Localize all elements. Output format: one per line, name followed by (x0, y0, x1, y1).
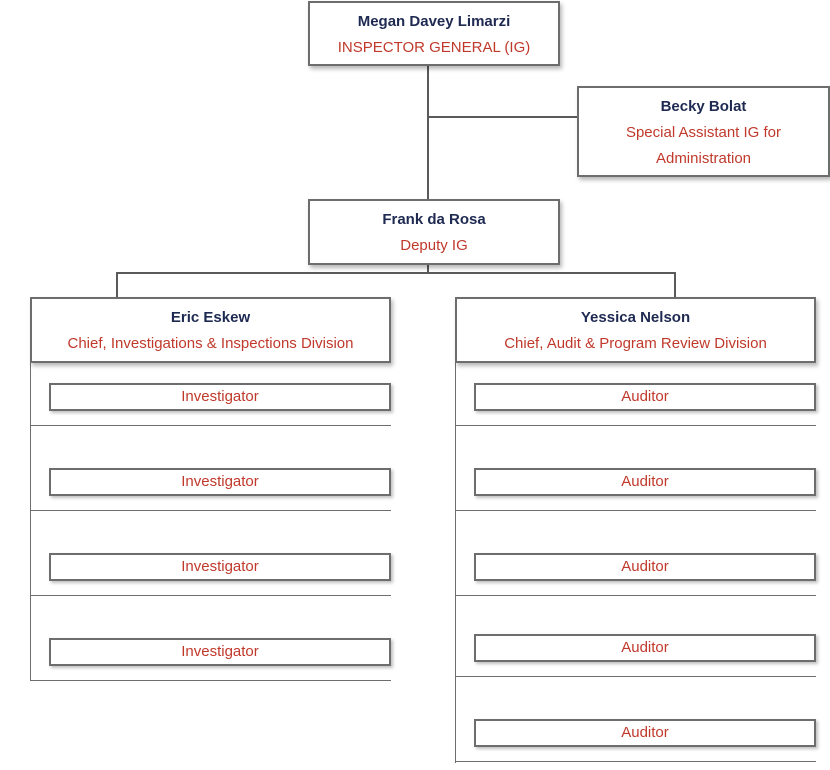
investigator-box[interactable]: Investigator (49, 553, 391, 581)
investigations-chief-name: Eric Eskew (170, 309, 251, 326)
investigator-box[interactable]: Investigator (49, 468, 391, 496)
ig-name: Megan Davey Limarzi (357, 13, 511, 30)
row-separator (30, 510, 391, 511)
investigations-box[interactable]: Eric Eskew Chief, Investigations & Inspe… (30, 297, 391, 363)
auditor-box[interactable]: Auditor (474, 634, 816, 662)
audit-chief-title: Chief, Audit & Program Review Division (504, 335, 767, 352)
connector-left-division (116, 272, 118, 298)
connector-ig-deputy (427, 65, 429, 200)
deputy-box[interactable]: Frank da Rosa Deputy IG (308, 199, 560, 265)
connector-division-bar (116, 272, 676, 274)
auditor-box[interactable]: Auditor (474, 468, 816, 496)
investigations-rail (30, 298, 31, 680)
row-separator (30, 425, 391, 426)
row-separator (455, 761, 816, 762)
connector-right-division (674, 272, 676, 298)
auditor-box[interactable]: Auditor (474, 383, 816, 411)
row-separator (455, 595, 816, 596)
investigator-box[interactable]: Investigator (49, 383, 391, 411)
ig-title: INSPECTOR GENERAL (IG) (337, 39, 531, 56)
auditor-box[interactable]: Auditor (474, 719, 816, 747)
assistant-title-line2: Administration (655, 150, 752, 167)
auditor-box[interactable]: Auditor (474, 553, 816, 581)
audit-box[interactable]: Yessica Nelson Chief, Audit & Program Re… (455, 297, 816, 363)
audit-chief-name: Yessica Nelson (580, 309, 691, 326)
assistant-title-line1: Special Assistant IG for (625, 124, 782, 141)
deputy-title: Deputy IG (400, 237, 468, 254)
row-separator (30, 680, 391, 681)
ig-box[interactable]: Megan Davey Limarzi INSPECTOR GENERAL (I… (308, 1, 560, 66)
assistant-name: Becky Bolat (660, 98, 747, 115)
connector-deputy-down (427, 263, 429, 273)
assistant-box[interactable]: Becky Bolat Special Assistant IG for Adm… (577, 86, 830, 177)
row-separator (455, 425, 816, 426)
row-separator (30, 595, 391, 596)
row-separator (455, 510, 816, 511)
connector-assistant (427, 116, 579, 118)
audit-rail (455, 298, 456, 763)
investigator-box[interactable]: Investigator (49, 638, 391, 666)
investigations-chief-title: Chief, Investigations & Inspections Divi… (67, 335, 354, 352)
row-separator (455, 676, 816, 677)
deputy-name: Frank da Rosa (382, 211, 486, 228)
